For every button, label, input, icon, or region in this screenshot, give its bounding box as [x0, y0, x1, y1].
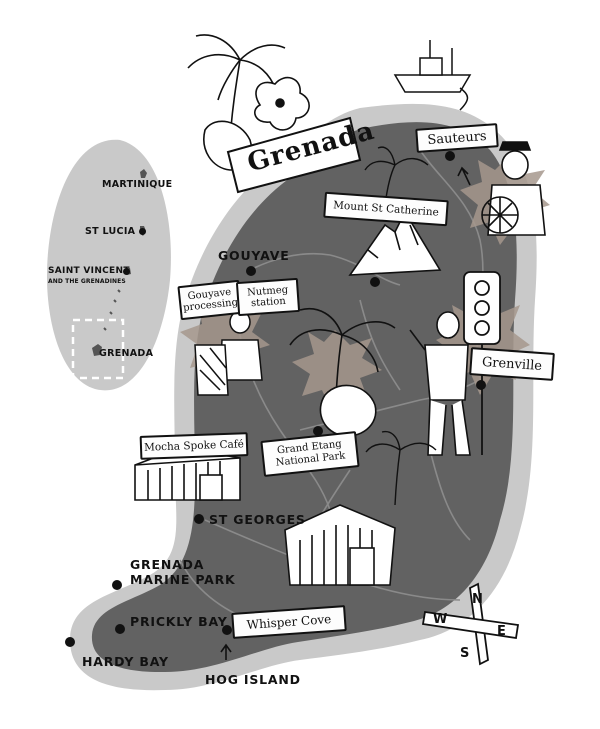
- dot-saint-vincent: [123, 268, 130, 275]
- grenadines-chain: [103, 289, 121, 331]
- dot-grenville: [476, 380, 486, 390]
- inset-panel: [46, 139, 171, 391]
- dot-sauteurs: [445, 151, 455, 161]
- compass-e: E: [497, 624, 506, 639]
- dot-prickly-bay: [115, 624, 125, 634]
- pointer-arrows: [220, 166, 471, 660]
- title-board: [226, 116, 362, 194]
- label-hardy-bay: HARDY BAY: [82, 654, 169, 669]
- compass-s: S: [460, 646, 470, 661]
- boat-illustration: [393, 40, 472, 111]
- label-st-georges: ST GEORGES: [209, 512, 306, 527]
- label-hog-island: HOG ISLAND: [205, 672, 301, 687]
- dot-hardy-bay: [65, 637, 75, 647]
- label-st-lucia: ST LUCIA: [85, 226, 136, 237]
- sign-nutmeg-station-line2: station: [250, 295, 287, 310]
- sign-sauteurs-text: Sauteurs: [426, 128, 488, 148]
- grenada-highlight-box: [71, 318, 125, 380]
- sign-whisper-cove-text: Whisper Cove: [246, 612, 332, 632]
- sign-nutmeg-station: Nutmeg station: [235, 277, 301, 317]
- compass-rose: [421, 582, 520, 666]
- compass-n: N: [472, 592, 483, 607]
- label-grenada-inset: GRENADA: [99, 348, 154, 359]
- dot-gouyave: [246, 266, 256, 276]
- man-illustration: [409, 311, 471, 456]
- sign-mocha-spoke-cafe-text: Mocha Spoke Café: [143, 438, 245, 454]
- cafe-shack-illustration: [134, 447, 241, 501]
- label-grenada-marine-park-line1: GRENADA: [130, 557, 205, 572]
- palm-house: [365, 430, 437, 506]
- dot-st-lucia: [139, 228, 146, 235]
- captain-illustration: [481, 141, 546, 236]
- leaf-center: [319, 384, 377, 437]
- sign-mocha-spoke-cafe: Mocha Spoke Café: [139, 432, 249, 460]
- sign-grenville-text: Grenville: [481, 354, 543, 374]
- sign-grenville: Grenville: [469, 347, 555, 381]
- sign-mount-st-catherine-text: Mount St Catherine: [332, 199, 440, 219]
- palm-mountain: [364, 146, 429, 206]
- dot-hog-island: [222, 625, 232, 635]
- island-martinique-shape: [140, 169, 147, 178]
- house-illustration: [284, 504, 396, 586]
- island-grenada-small-shape: [92, 344, 102, 356]
- label-grenadines: AND THE GRENADINES: [48, 278, 126, 285]
- dot-grand-etang: [313, 426, 323, 436]
- dot-st-georges: [194, 514, 204, 524]
- label-martinique: MARTINIQUE: [102, 179, 173, 190]
- nutmeg-lady-illustration: [194, 310, 263, 396]
- label-gouyave: GOUYAVE: [218, 248, 290, 263]
- compass-w: W: [433, 612, 448, 627]
- sign-gouyave-processing: Gouyave processing: [177, 279, 243, 321]
- dot-mount-st-catherine: [370, 277, 380, 287]
- label-prickly-bay: PRICKLY BAY: [130, 614, 228, 629]
- label-grenada-marine-park-line2: MARINE PARK: [130, 572, 236, 587]
- dot-grenada-marine-park: [112, 580, 122, 590]
- hibiscus-top: [254, 76, 310, 131]
- label-saint-vincent: SAINT VINCENT: [48, 266, 130, 276]
